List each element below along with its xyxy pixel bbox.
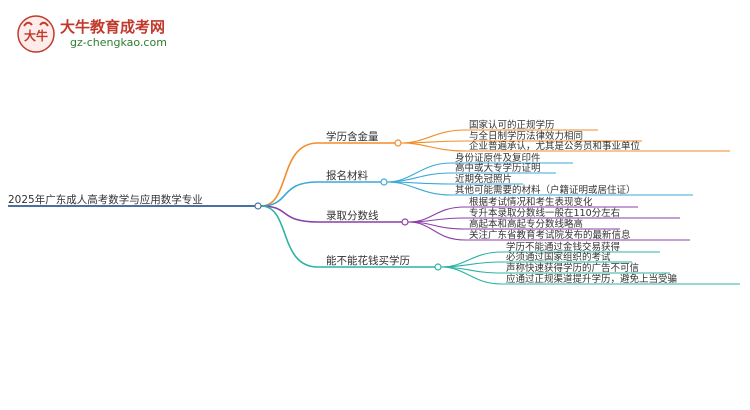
leaf-connector bbox=[440, 266, 503, 285]
branch-node-dot[interactable] bbox=[394, 139, 402, 147]
leaf-label: 与全日制学历法律效力相同 bbox=[469, 130, 583, 142]
leaf-connector bbox=[400, 142, 466, 152]
branch-label: 报名材料 bbox=[326, 169, 368, 182]
root-node-label: 2025年广东成人高考数学与应用数学专业 bbox=[8, 193, 203, 206]
logo-mark-text: 大牛 bbox=[24, 28, 48, 43]
leaf-label: 其他可能需要的材料（户籍证明或居住证） bbox=[455, 184, 636, 196]
branch-label: 录取分数线 bbox=[326, 209, 379, 222]
root-node-dot[interactable] bbox=[254, 202, 262, 210]
branch-node-dot[interactable] bbox=[380, 178, 388, 186]
branch-label: 能不能花钱买学历 bbox=[326, 254, 410, 267]
branch-connector bbox=[260, 181, 319, 207]
branch-label: 学历含金量 bbox=[326, 130, 379, 143]
leaf-connector bbox=[407, 217, 466, 223]
branch-connector bbox=[260, 205, 319, 268]
leaf-connector bbox=[440, 261, 503, 268]
branch-node-dot[interactable] bbox=[401, 218, 409, 226]
leaf-label: 学历不能通过金钱交易获得 bbox=[506, 241, 621, 253]
leaf-label: 关注广东省教育考试院发布的最新信息 bbox=[469, 229, 631, 241]
leaf-connector bbox=[386, 162, 452, 183]
site-logo[interactable]: 大牛 大牛教育成考网 gz-chengkao.com bbox=[16, 14, 167, 54]
branch-connector bbox=[260, 142, 319, 207]
leaf-connector bbox=[407, 221, 466, 241]
map-nodes: 2025年广东成人高考数学与应用数学专业 学历含金量 国家认可的正规学历与全日制学历… bbox=[8, 119, 740, 285]
branch-connector bbox=[260, 205, 319, 223]
leaf-label: 必须通过国家组织的考试 bbox=[506, 251, 611, 263]
leaf-label: 身份证原件及复印件 bbox=[455, 152, 541, 164]
leaf-label: 高起本和高起专分数线略高 bbox=[469, 218, 583, 230]
leaf-label: 专升本录取分数线一般在110分左右 bbox=[469, 207, 620, 219]
branch-node-dot[interactable] bbox=[434, 263, 442, 271]
bull-logo-icon: 大牛 bbox=[17, 15, 55, 53]
leaf-label: 高中或大专学历证明 bbox=[455, 162, 541, 174]
leaf-label: 声称快速获得学历的广告不可信 bbox=[506, 262, 639, 274]
logo-title: 大牛教育成考网 bbox=[60, 18, 166, 36]
leaf-label: 国家认可的正规学历 bbox=[469, 119, 555, 131]
leaf-label: 应通过正规渠道提升学历，避免上当受骗 bbox=[506, 273, 677, 285]
leaf-connector bbox=[386, 181, 452, 196]
connector-lines bbox=[260, 129, 503, 285]
leaf-label: 企业普遍承认，尤其是公务员和事业单位 bbox=[469, 140, 641, 152]
leaf-label: 根据考试情况和考生表现变化 bbox=[469, 196, 593, 208]
logo-url[interactable]: gz-chengkao.com bbox=[70, 36, 167, 49]
leaf-label: 近期免冠照片 bbox=[455, 173, 512, 185]
